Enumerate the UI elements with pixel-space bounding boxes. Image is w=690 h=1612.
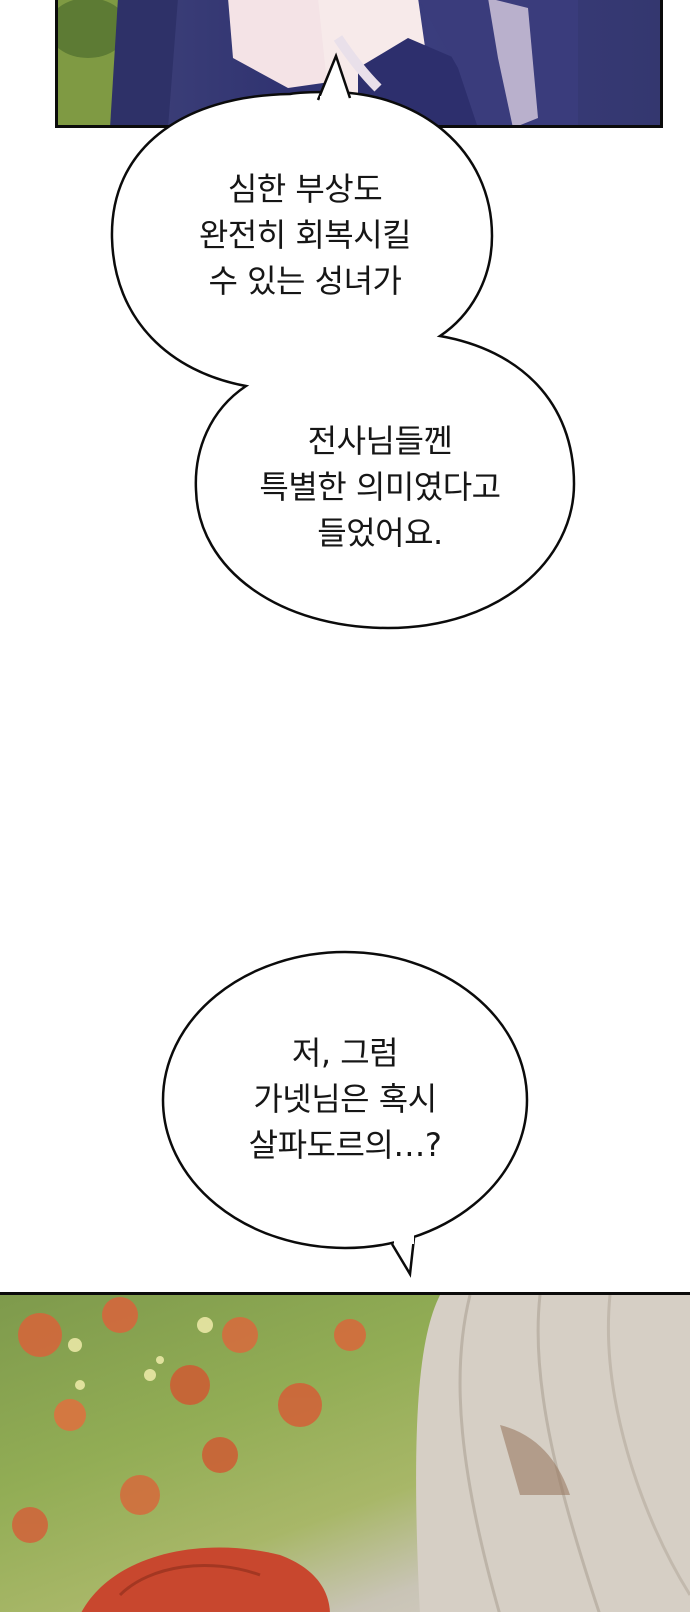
- bubble-3-line-1: 저, 그럼: [291, 1034, 399, 1072]
- bottom-panel-artwork: [12, 1295, 690, 1612]
- top-panel-artwork: [58, 0, 578, 125]
- top-comic-panel: [55, 0, 663, 128]
- speech-bubble-2-text: 전사님들껜 특별한 의미였다고 들었어요.: [230, 418, 530, 556]
- bubble-1-line-3: 수 있는 성녀가: [208, 262, 402, 300]
- bubble-2-line-1: 전사님들껜: [307, 422, 453, 460]
- bubble-2-line-2: 특별한 의미였다고: [259, 468, 501, 506]
- bubble-2-line-3: 들었어요.: [317, 514, 443, 552]
- speech-bubble-1-text: 심한 부상도 완전히 회복시킬 수 있는 성녀가: [160, 166, 450, 304]
- bubble-3-line-2: 가넷님은 혹시: [253, 1080, 437, 1118]
- bubble-1-line-2: 완전히 회복시킬: [198, 216, 412, 254]
- bottom-comic-panel: [0, 1292, 690, 1612]
- bubble-3-line-3: 살파도르의…?: [248, 1126, 442, 1164]
- speech-bubble-3-text: 저, 그럼 가넷님은 혹시 살파도르의…?: [200, 1030, 490, 1168]
- speech-bubble-merged-outline: [110, 90, 576, 630]
- bubble-1-line-1: 심한 부상도: [227, 170, 383, 208]
- speech-bubble-3-outline: [161, 950, 529, 1250]
